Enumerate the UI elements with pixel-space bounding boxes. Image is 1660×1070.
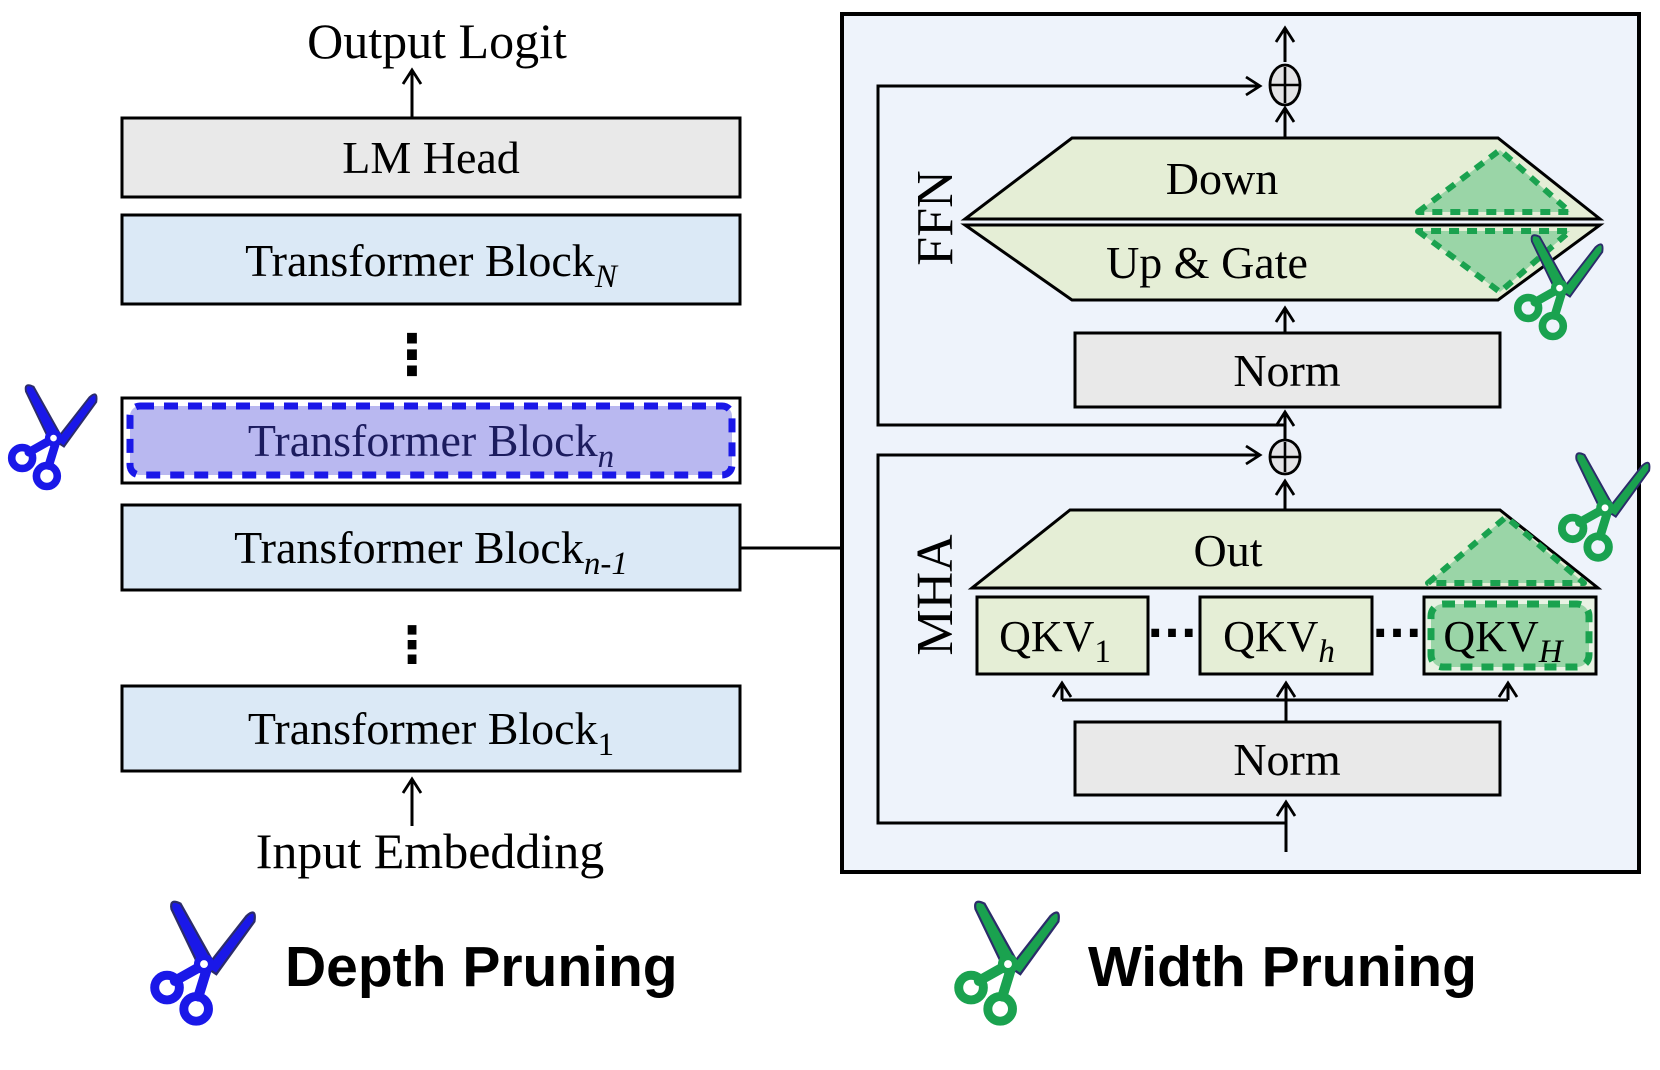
vertical-ellipsis-lower: ⋮ bbox=[387, 616, 437, 674]
qkv-head-1-label: QKV1 bbox=[999, 612, 1111, 670]
ffn-norm-box bbox=[1073, 331, 1502, 409]
transformer-block-n1-label: Transformer Blockn-1 bbox=[234, 522, 628, 582]
vertical-ellipsis-upper: ⋮ bbox=[384, 323, 440, 388]
lm-head-box bbox=[120, 116, 742, 199]
mha-norm-label: Norm bbox=[1233, 734, 1341, 785]
ffn-norm-label: Norm bbox=[1233, 345, 1341, 396]
input-embedding-label: Input Embedding bbox=[256, 823, 605, 879]
qkv-head-1-box bbox=[975, 595, 1150, 676]
down-label: Down bbox=[1166, 153, 1278, 204]
lm-head-label: LM Head bbox=[342, 132, 520, 183]
mha-section-label: MHA bbox=[907, 534, 964, 656]
ffn-pruned-region-upper bbox=[1415, 147, 1573, 215]
qkv-ellipsis-2: ··· bbox=[1372, 608, 1422, 659]
transformer-block-n-pruned-outline bbox=[126, 402, 736, 479]
transformer-block-N-box bbox=[120, 213, 742, 306]
ffn-pruned-region-lower bbox=[1415, 228, 1573, 295]
up-gate-label: Up & Gate bbox=[1106, 237, 1308, 288]
mha-norm-box bbox=[1073, 720, 1502, 797]
transformer-block-n-label: Transformer Blockn bbox=[248, 415, 614, 475]
transformer-block-1-box bbox=[120, 684, 742, 773]
qkv-ellipsis-1: ··· bbox=[1147, 608, 1197, 659]
out-label: Out bbox=[1194, 525, 1263, 576]
qkv-head-H-pruned-outline bbox=[1427, 600, 1593, 671]
output-logit-label: Output Logit bbox=[307, 13, 567, 69]
qkv-head-h-box bbox=[1198, 595, 1374, 676]
transformer-block-1-label: Transformer Block1 bbox=[248, 703, 614, 763]
scissors-icon-green-legend bbox=[959, 902, 1059, 1021]
qkv-head-H-label: QKVH bbox=[1443, 612, 1564, 670]
width-pruning-legend-label: Width Pruning bbox=[1088, 935, 1477, 999]
scissors-icon-blue-depth bbox=[12, 385, 97, 486]
transformer-block-N-label: Transformer BlockN bbox=[245, 235, 619, 295]
depth-pruning-legend-label: Depth Pruning bbox=[285, 935, 678, 999]
qkv-head-h-label: QKVh bbox=[1223, 612, 1335, 670]
scissors-icon-blue-legend bbox=[155, 902, 255, 1021]
mha-residual-path bbox=[876, 444, 1286, 825]
mha-pruned-region bbox=[1425, 514, 1587, 586]
plus-glyph-ffn bbox=[1270, 67, 1300, 103]
ffn-section-label: FFN bbox=[907, 170, 964, 265]
plus-glyph-mha bbox=[1270, 442, 1300, 472]
ffn-residual-path bbox=[876, 75, 1285, 427]
